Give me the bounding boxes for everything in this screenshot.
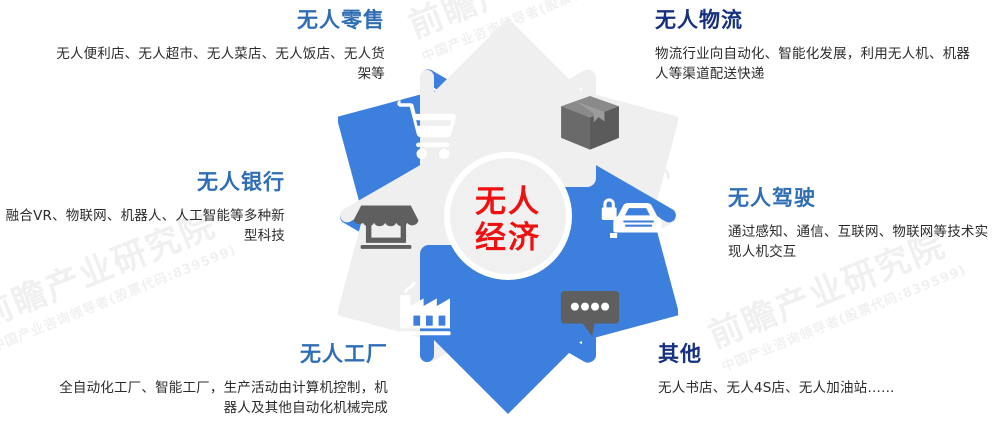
center-circle-fill [450, 158, 566, 274]
package-box-icon [561, 96, 619, 150]
section-title-retail: 无人零售 [297, 8, 385, 32]
section-factory: 无人工厂 全自动化工厂、智能工厂，生产活动由计算机控制，机器人及其他自动化机械完… [48, 338, 388, 419]
section-title-bank: 无人银行 [197, 170, 285, 194]
factory-icon [399, 281, 451, 336]
shopping-cart-icon [397, 100, 456, 160]
section-driving: 无人驾驶 通过感知、通信、互联网、物联网等技术实现人机交互 [728, 182, 993, 263]
chat-bubble-icon [560, 290, 620, 337]
center-label-line1: 无人 [475, 184, 541, 220]
car-lock-icon [601, 198, 668, 239]
center-label-line2: 经济 [475, 220, 541, 256]
section-retail: 无人零售 无人便利店、无人超市、无人菜店、无人饭店、无人货架等 [55, 4, 385, 85]
section-logistics: 无人物流 物流行业向自动化、智能化发展，利用无人机、机器人等渠道配送快递 [655, 4, 975, 85]
storefront-icon [353, 205, 419, 249]
hexagon-petal-diagram: 无人 经济 [338, 8, 678, 423]
section-body-logistics: 物流行业向自动化、智能化发展，利用无人机、机器人等渠道配送快递 [655, 45, 971, 83]
section-body-factory: 全自动化工厂、智能工厂，生产活动由计算机控制，机器人及其他自动化机械完成 [59, 379, 388, 417]
section-body-driving: 通过感知、通信、互联网、物联网等技术实现人机交互 [728, 223, 989, 261]
section-title-factory: 无人工厂 [300, 342, 388, 366]
section-title-logistics: 无人物流 [655, 8, 743, 32]
section-body-other: 无人书店、无人4S店、无人加油站…… [658, 379, 895, 396]
section-title-other: 其他 [658, 342, 702, 366]
section-body-retail: 无人便利店、无人超市、无人菜店、无人饭店、无人货架等 [56, 45, 385, 83]
section-bank: 无人银行 融合VR、物联网、机器人、人工智能等多种新型科技 [0, 166, 285, 247]
section-body-bank: 融合VR、物联网、机器人、人工智能等多种新型科技 [5, 207, 285, 245]
section-other: 其他 无人书店、无人4S店、无人加油站…… [658, 338, 978, 398]
section-title-driving: 无人驾驶 [728, 186, 816, 210]
